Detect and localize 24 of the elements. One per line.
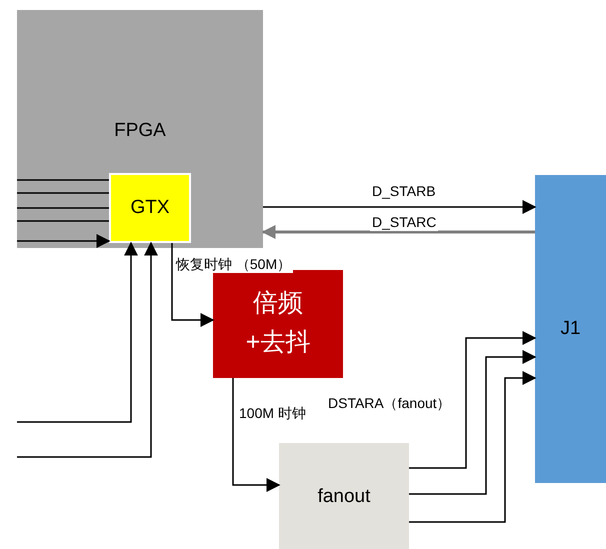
- block-label: J1: [559, 318, 582, 341]
- clock-processing-block: [213, 270, 343, 378]
- connector-arrow: [171, 243, 214, 327]
- connector-arrow: [263, 200, 536, 214]
- fanout-block: [279, 443, 409, 549]
- edge-label: D_STARC: [370, 214, 438, 231]
- block-label: GTX: [129, 197, 171, 220]
- connector-arrow: [232, 378, 280, 492]
- connector-arrow: [17, 234, 110, 248]
- fpga-block: [17, 10, 263, 248]
- edge-label: D_STARB: [370, 183, 438, 200]
- block-label: fanout: [316, 486, 372, 509]
- gtx-block: [109, 173, 191, 243]
- connector-arrow: [17, 242, 158, 458]
- connector-arrow: [409, 371, 536, 523]
- connector-arrow: [409, 350, 536, 495]
- connector-arrow: [409, 331, 536, 469]
- block-label: FPGA: [113, 120, 167, 143]
- block-label: 倍频+去抖: [244, 288, 312, 358]
- j1-connector: [535, 175, 606, 483]
- connector-arrow: [262, 225, 535, 239]
- connector-arrow: [17, 242, 138, 423]
- edge-label: 恢复时钟 （50M）: [174, 256, 294, 273]
- edge-label: 100M 时钟: [237, 405, 308, 422]
